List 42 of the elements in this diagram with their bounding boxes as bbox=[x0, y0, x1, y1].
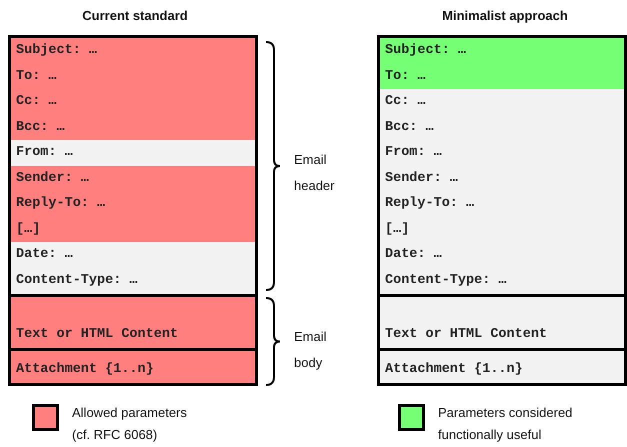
field-text: Content-Type: … bbox=[385, 272, 507, 288]
header-field-row bbox=[380, 64, 624, 89]
field-text: From: … bbox=[385, 145, 442, 160]
section-box bbox=[8, 348, 258, 386]
field-text: Text or HTML Content bbox=[385, 327, 548, 342]
header-field-row bbox=[11, 114, 255, 140]
field-text: […] bbox=[385, 222, 410, 236]
field-text: Bcc: … bbox=[16, 120, 65, 134]
field-text: Bcc: … bbox=[385, 120, 434, 134]
header-field-row bbox=[11, 216, 255, 242]
field-text: Content-Type: … bbox=[16, 272, 138, 288]
bracket-label: Email body bbox=[294, 328, 328, 372]
legend-text: Allowed parameters (cf. RFC 6068) bbox=[72, 404, 188, 444]
field-text: Attachment {1..n} bbox=[16, 362, 154, 377]
field-text: […] bbox=[16, 222, 40, 236]
field-text: Cc: … bbox=[385, 94, 426, 109]
field-text: Attachment {1..n} bbox=[385, 362, 523, 377]
field-text: Sender: … bbox=[385, 170, 458, 186]
field-text: Subject: … bbox=[16, 43, 98, 58]
field-text: To: … bbox=[16, 68, 57, 84]
field-text: Sender: … bbox=[16, 170, 89, 186]
field-text: Reply-To: … bbox=[385, 196, 474, 211]
field-text: From: … bbox=[16, 145, 73, 160]
field-text: Cc: … bbox=[16, 94, 57, 109]
section-box bbox=[8, 294, 258, 351]
field-text: Text or HTML Content bbox=[16, 327, 178, 342]
field-text: Reply-To: … bbox=[16, 196, 106, 211]
legend-text: Parameters considered functionally useful bbox=[438, 404, 574, 444]
header-field-row bbox=[380, 38, 624, 64]
header-section-box bbox=[8, 35, 258, 297]
header-field-row bbox=[11, 38, 255, 64]
field-text: Date: … bbox=[16, 247, 73, 262]
field-text: To: … bbox=[385, 68, 426, 84]
panel-title: Current standard bbox=[81, 8, 189, 24]
header-section-box bbox=[377, 35, 627, 297]
header-field-row bbox=[11, 166, 255, 191]
field-text: Subject: … bbox=[385, 43, 466, 58]
section-box bbox=[377, 294, 627, 351]
field-text: Date: … bbox=[385, 247, 442, 262]
bracket-label: Email header bbox=[294, 151, 336, 195]
panel-title: Minimalist approach bbox=[441, 8, 569, 24]
section-box bbox=[377, 348, 627, 386]
